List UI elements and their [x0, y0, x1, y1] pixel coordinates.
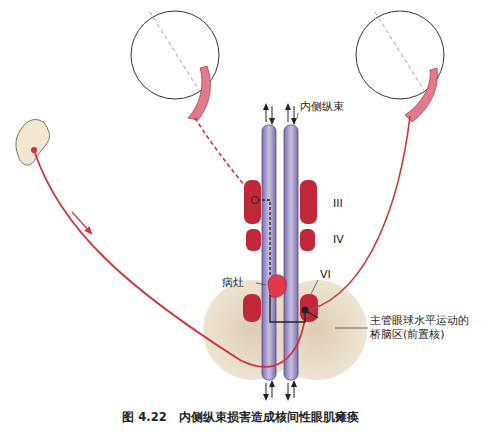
structure-label: 内侧纵束	[300, 100, 344, 114]
nucleus-label: III	[333, 197, 343, 211]
region-label: 主管眼球水平运动的桥脑区(前置核)	[370, 314, 476, 342]
lesion-label: 病灶	[222, 276, 244, 290]
nucleus-label: VI	[320, 268, 331, 282]
nucleus-label: IV	[333, 233, 344, 247]
figure-caption: 图 4.22 内侧纵束损害造成核间性眼肌瘫痪	[122, 410, 358, 425]
